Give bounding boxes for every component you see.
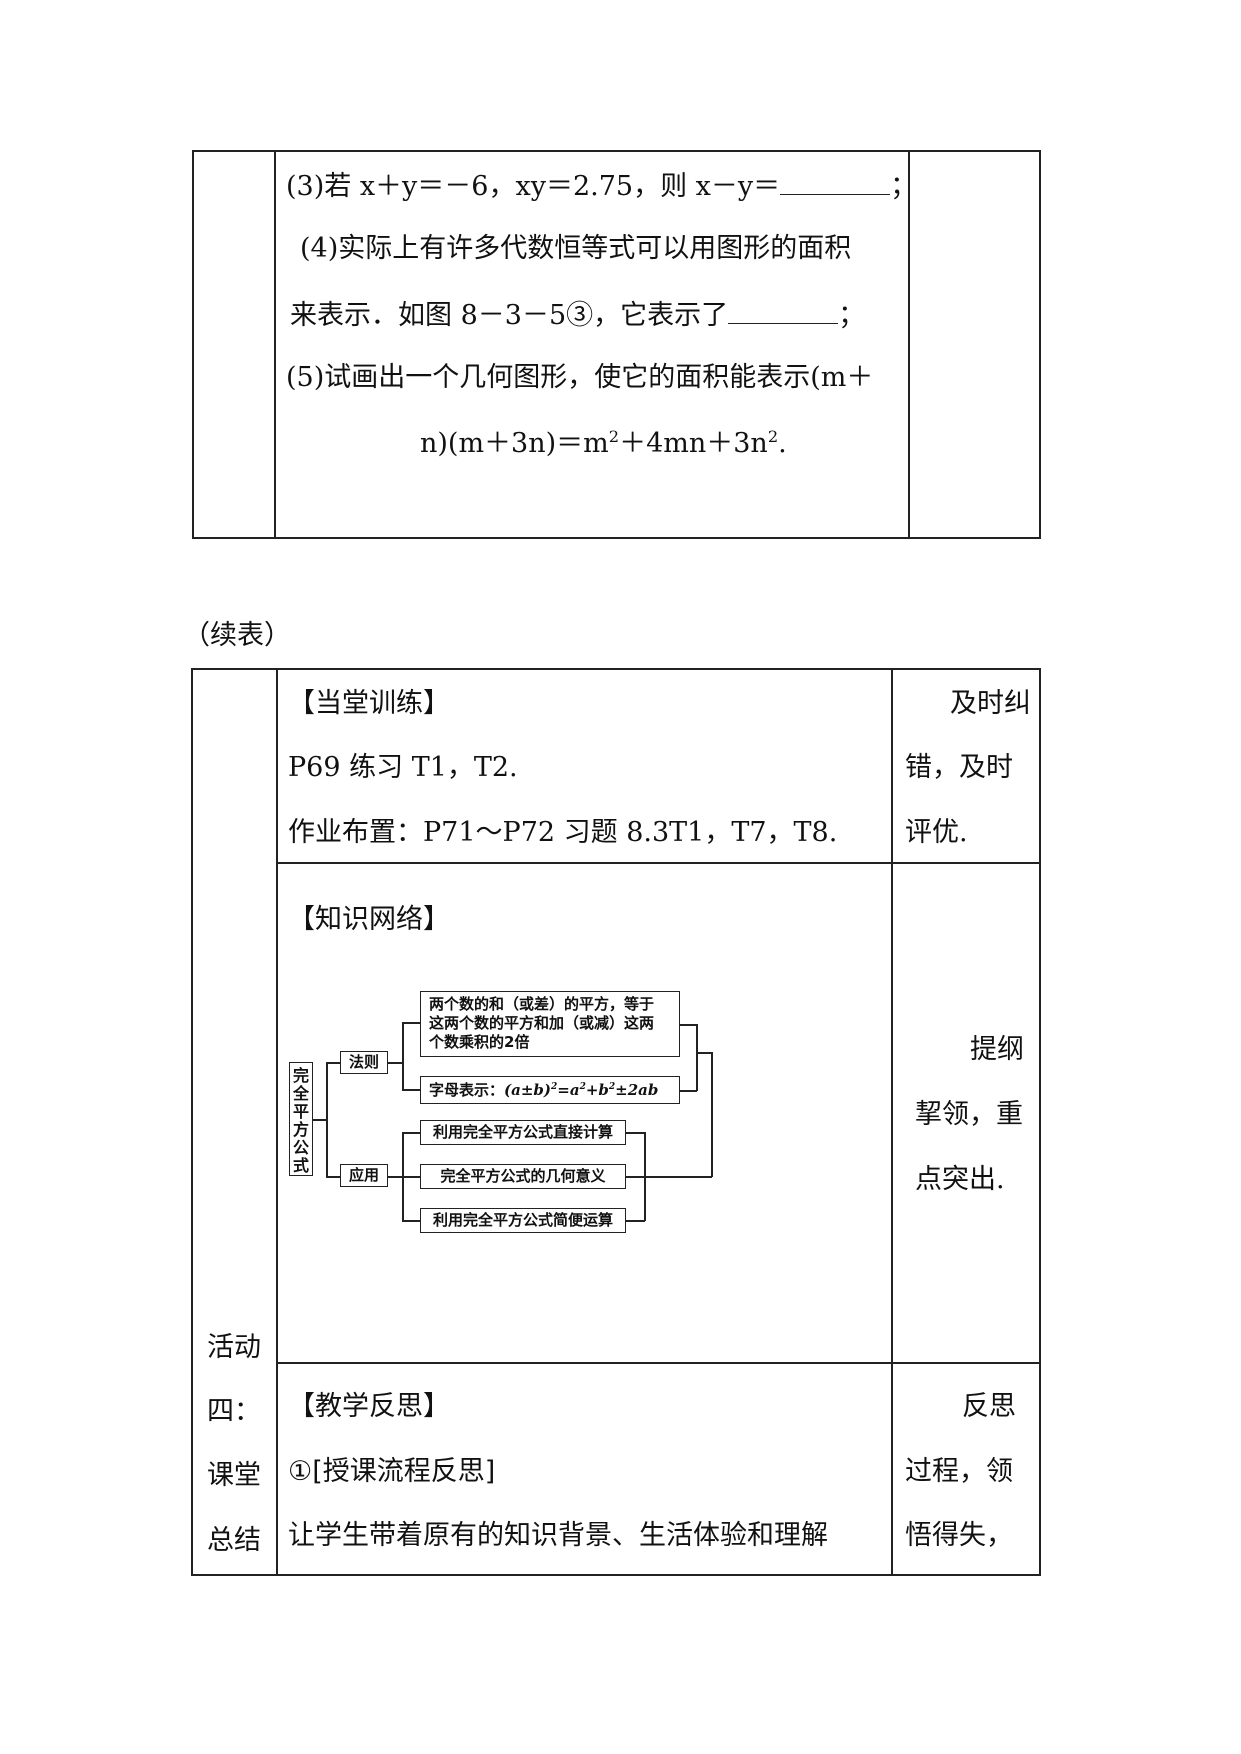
note-line: 悟得失， xyxy=(905,1520,1013,1551)
reflection-text: 让学生带着原有的知识背景、生活体验和理解 xyxy=(288,1520,828,1551)
note-line: 过程，领 xyxy=(905,1456,1013,1487)
diagram-formula: (a±b)2=a2+b2±2ab xyxy=(504,1081,659,1099)
activity-label-line: 总结 xyxy=(207,1525,261,1556)
diagram-branch-apply: 应用 xyxy=(340,1164,388,1187)
problem-4-line-1: (4)实际上有许多代数恒等式可以用图形的面积 xyxy=(300,233,852,264)
practice-line: P69 练习 T1，T2. xyxy=(288,752,518,783)
diagram-apply-item: 完全平方公式的几何意义 xyxy=(420,1164,626,1189)
diagram-branch-rule: 法则 xyxy=(340,1051,388,1074)
section-heading-practice: 【当堂训练】 xyxy=(288,688,450,719)
note-line: 错，及时 xyxy=(905,752,1013,783)
note-line: 提纲 xyxy=(970,1034,1024,1065)
section-heading-knowledge-network: 【知识网络】 xyxy=(288,904,450,935)
note-line: 反思 xyxy=(962,1391,1016,1422)
reflection-subheading: ①[授课流程反思] xyxy=(288,1456,496,1487)
diagram-formula-prefix: 字母表示： xyxy=(429,1081,505,1099)
answer-blank[interactable] xyxy=(728,299,839,324)
diagram-apply-item: 利用完全平方公式简便运算 xyxy=(420,1208,626,1233)
diagram-rule-text-line: 两个数的和（或差）的平方，等于 xyxy=(429,995,655,1013)
continued-label: （续表） xyxy=(183,620,291,651)
problem-5-line-1: (5)试画出一个几何图形，使它的面积能表示(m＋ xyxy=(286,362,874,393)
activity-label-line: 课堂 xyxy=(207,1460,261,1491)
note-line: 评优. xyxy=(905,817,968,848)
diagram-rule-text-line: 个数乘积的2倍 xyxy=(429,1033,530,1051)
problem-5-line-2: n)(m＋3n)＝m2＋4mn＋3n2. xyxy=(420,427,787,459)
note-line: 挈领，重 xyxy=(915,1099,1023,1130)
answer-blank[interactable] xyxy=(780,170,891,195)
problem-3-line: (3)若 x＋y＝－6，xy＝2.75，则 x－y＝； xyxy=(286,170,918,202)
diagram-root-box: 完全平方公式 xyxy=(289,1062,313,1176)
note-line: 点突出. xyxy=(915,1164,1005,1195)
diagram-root-label: 完全平方公式 xyxy=(293,1066,310,1175)
note-line: 及时纠 xyxy=(950,688,1031,719)
homework-line: 作业布置：P71～P72 习题 8.3T1，T7，T8. xyxy=(288,817,838,848)
diagram-rule-box-description: 两个数的和（或差）的平方，等于 这两个数的平方和加（或减）这两 个数乘积的2倍 xyxy=(420,991,680,1057)
section-heading-reflection: 【教学反思】 xyxy=(288,1391,450,1422)
problem-4-line-2: 来表示．如图 8－3－5③，它表示了； xyxy=(290,299,866,331)
diagram-rule-text-line: 这两个数的平方和加（或减）这两 xyxy=(429,1014,655,1032)
activity-label-line: 活动 xyxy=(207,1332,261,1363)
activity-label-line: 四： xyxy=(207,1396,261,1427)
diagram-rule-box-formula: 字母表示：(a±b)2=a2+b2±2ab xyxy=(420,1076,680,1104)
diagram-apply-item: 利用完全平方公式直接计算 xyxy=(420,1120,626,1145)
